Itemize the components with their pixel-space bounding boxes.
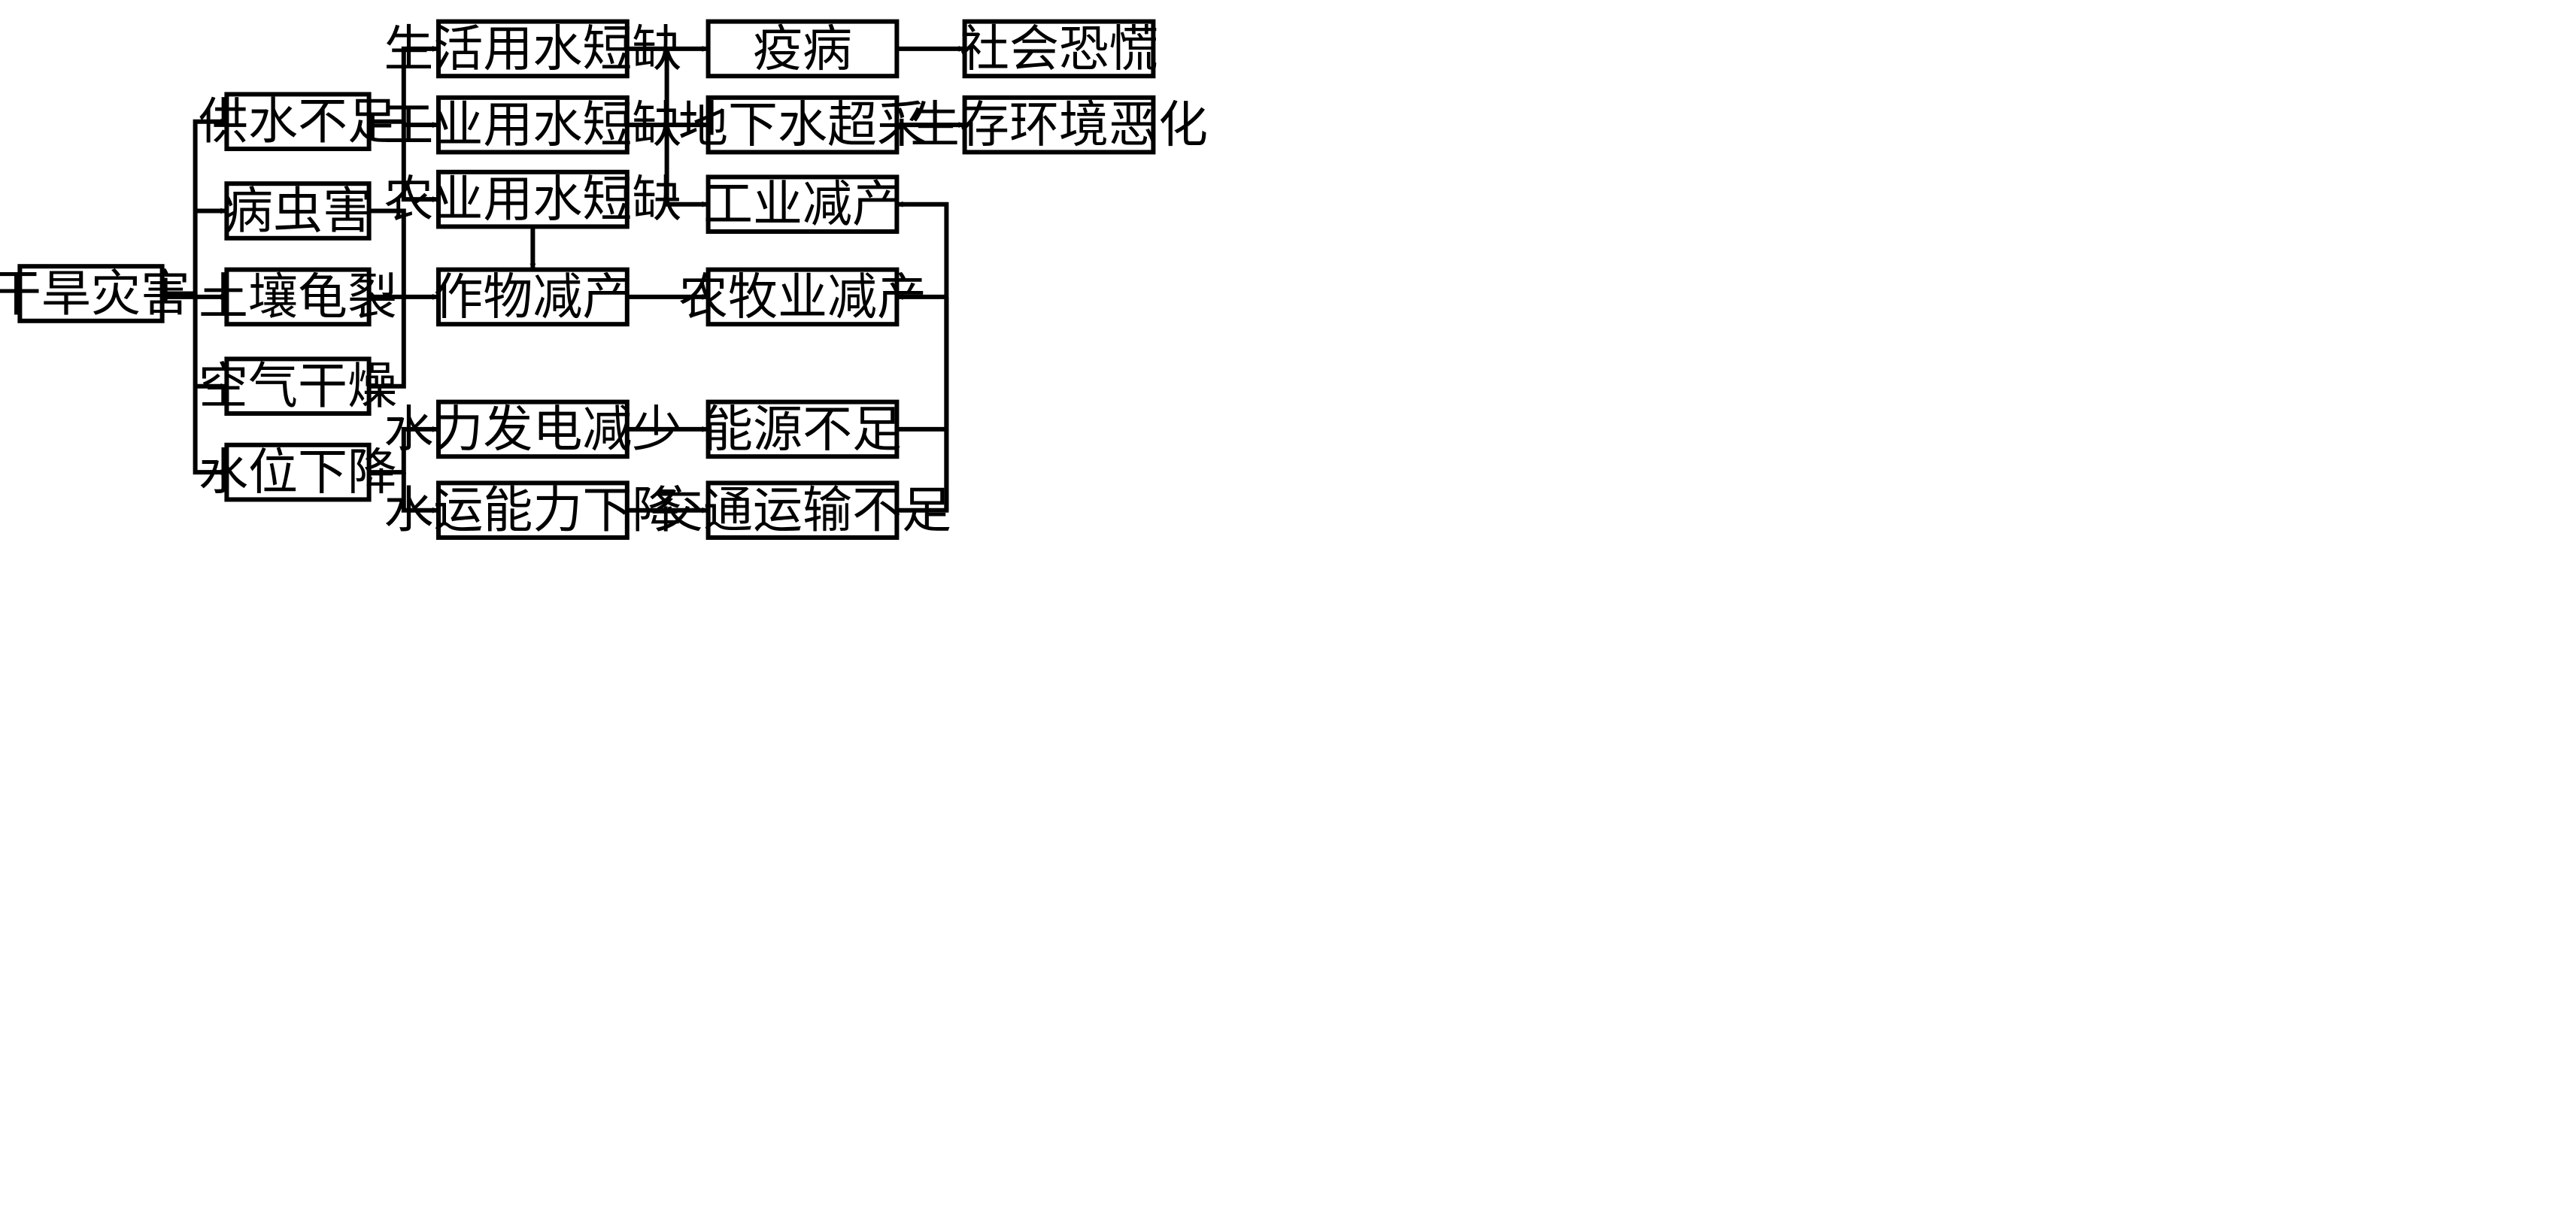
node-label: 水运能力下降 <box>384 481 681 539</box>
node-shipping: 水运能力下降 <box>384 480 681 541</box>
node-box <box>962 19 1156 79</box>
node-soil: 土壤龟裂 <box>199 267 397 327</box>
arrow-domestic-to-industry-cut <box>664 125 708 208</box>
node-label: 地下水超采 <box>678 96 927 154</box>
node-label: 生存环境恶化 <box>910 96 1208 154</box>
node-agri-water: 农业用水短缺 <box>384 169 681 229</box>
node-box <box>436 267 630 327</box>
node-industrial-water: 工业用水短缺 <box>384 95 681 155</box>
arrow-supply-to-agri-water <box>401 121 438 203</box>
node-label: 工业用水短缺 <box>384 96 681 154</box>
node-label: 供水不足 <box>199 92 397 150</box>
node-groundwater: 地下水超采 <box>678 95 927 155</box>
node-box <box>224 181 372 241</box>
node-transport: 交通运输不足 <box>654 480 951 541</box>
node-box <box>705 95 900 155</box>
arrow-supply-to-domestic <box>369 45 438 124</box>
node-box <box>436 399 630 459</box>
node-box <box>436 19 630 79</box>
node-label: 干旱灾害 <box>0 265 190 323</box>
node-drought: 干旱灾害 <box>0 264 190 323</box>
node-label: 农牧业减产 <box>678 268 927 326</box>
node-box <box>224 442 372 502</box>
node-hydro: 水力发电减少 <box>384 399 681 459</box>
arrow-waterlevel-to-hydro <box>369 426 438 475</box>
arrow-drought-to-supply <box>162 118 227 296</box>
node-label: 农业用水短缺 <box>384 171 681 229</box>
arrow-drought-to-waterlevel <box>193 293 227 476</box>
node-environment: 生存环境恶化 <box>910 95 1208 155</box>
node-label: 能源不足 <box>703 400 902 458</box>
node-label: 交通运输不足 <box>654 481 951 539</box>
node-box <box>224 356 372 416</box>
node-box <box>705 267 900 327</box>
arrow-waterlevel-to-shipping <box>401 472 438 514</box>
arrow-air-to-crop <box>369 296 406 389</box>
node-label: 疫病 <box>753 20 852 77</box>
node-industry-cut: 工业减产 <box>703 174 902 234</box>
node-box <box>705 174 900 234</box>
node-panic: 社会恐慌 <box>960 19 1158 79</box>
node-label: 作物减产 <box>433 268 632 326</box>
node-box <box>436 95 630 155</box>
node-label: 病虫害 <box>223 182 372 240</box>
node-label: 水力发电减少 <box>384 400 681 458</box>
arrow-pests-to-crop <box>369 208 406 297</box>
node-box <box>436 480 630 541</box>
node-label: 空气干燥 <box>199 357 397 415</box>
node-supply: 供水不足 <box>199 92 397 151</box>
node-pests: 病虫害 <box>223 181 372 241</box>
node-label: 工业减产 <box>703 175 902 233</box>
node-label: 生活用水短缺 <box>384 20 681 77</box>
node-box <box>17 264 165 323</box>
node-epidemic: 疫病 <box>705 19 900 79</box>
node-box <box>224 267 372 327</box>
node-domestic: 生活用水短缺 <box>384 19 681 79</box>
node-energy: 能源不足 <box>703 399 902 459</box>
node-crop: 作物减产 <box>433 267 632 327</box>
node-box <box>705 19 900 79</box>
connector-lines <box>162 45 965 514</box>
node-box <box>705 399 900 459</box>
node-label: 水位下降 <box>199 444 397 501</box>
node-box <box>224 92 372 151</box>
node-label: 土壤龟裂 <box>199 268 397 326</box>
node-air: 空气干燥 <box>199 356 397 416</box>
node-box <box>962 95 1156 155</box>
node-agri-cut: 农牧业减产 <box>678 267 927 327</box>
node-box <box>705 480 900 541</box>
node-waterlevel: 水位下降 <box>199 442 397 502</box>
node-label: 社会恐慌 <box>960 20 1158 77</box>
node-box <box>436 169 630 229</box>
